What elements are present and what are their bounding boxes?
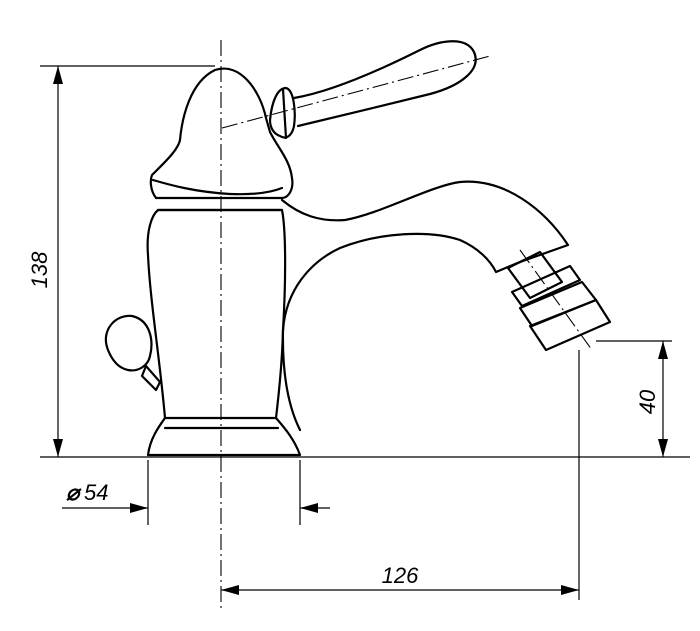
arrow-down-138 xyxy=(53,439,63,457)
lever-axis-centerline xyxy=(221,55,491,129)
drain-knob xyxy=(104,314,162,392)
dim-label-outlet-height: 40 xyxy=(635,389,660,414)
aerator xyxy=(506,250,612,352)
arrow-left-54 xyxy=(300,503,318,513)
arrow-right-126 xyxy=(561,585,579,595)
faucet-body xyxy=(146,67,612,457)
drain-knob-head xyxy=(104,314,153,372)
aerator-axis-centerline xyxy=(519,249,593,351)
lever-collar xyxy=(268,86,296,139)
arrow-right-54 xyxy=(130,503,148,513)
dim-label-reach: 126 xyxy=(382,563,419,588)
lever-handle xyxy=(268,40,477,140)
body-column xyxy=(146,208,287,420)
cartridge-cap xyxy=(149,67,294,200)
dimension-height-138: 138 xyxy=(27,65,215,457)
dim-label-diameter: 54 xyxy=(84,480,108,505)
dimension-reach-126: 126 xyxy=(221,350,580,600)
arrow-up-138 xyxy=(53,66,63,84)
spout-underside xyxy=(281,328,302,432)
aerator-ring-1 xyxy=(510,264,582,308)
lever-collar-line xyxy=(281,87,288,140)
lever-stem xyxy=(292,40,477,128)
cap-inner-curve xyxy=(151,178,284,196)
drain-knob-stem xyxy=(140,364,162,392)
dimension-height-40: 40 xyxy=(596,340,672,457)
arrow-down-40 xyxy=(658,439,668,457)
dim-label-diameter-symbol: ⌀ xyxy=(66,480,82,505)
arrow-left-126 xyxy=(221,585,239,595)
base-foot xyxy=(146,416,302,457)
dimension-diameter-54: ⌀ 54 xyxy=(62,460,330,525)
spout-upper xyxy=(280,180,570,264)
spout-lower xyxy=(281,232,522,332)
arrow-up-40 xyxy=(658,341,668,359)
dim-label-height: 138 xyxy=(27,251,52,288)
aerator-tip xyxy=(528,298,612,352)
